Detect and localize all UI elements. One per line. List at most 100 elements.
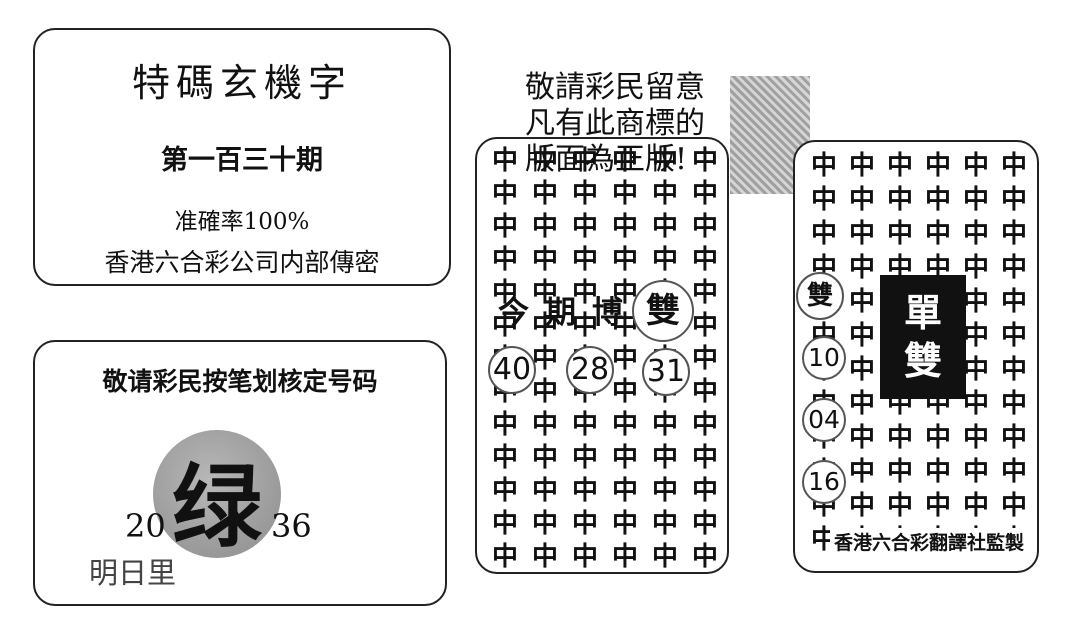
black-panel: 單 雙 [880,275,966,399]
number-a: 20 [125,507,166,545]
grid-char: 中 [886,219,913,249]
grid-char: 中 [848,423,875,453]
grid-char: 中 [1000,321,1027,351]
right-ball: 16 [802,460,846,504]
stroke-notice: 敬请彩民按笔划核定号码 [102,367,378,396]
grid-char: 中 [491,278,518,308]
grid-char: 中 [810,151,837,181]
grid-char: 中 [611,146,638,176]
grid-char: 中 [531,278,558,308]
grid-char: 中 [691,344,718,374]
grid-char: 中 [962,355,989,385]
grid-char: 中 [531,542,558,572]
grid-char: 中 [531,245,558,275]
right-footer: 香港六合彩翻譯社監製 [830,528,1029,555]
grid-char: 中 [651,410,678,440]
grid-char: 中 [691,311,718,341]
grid-char: 中 [924,219,951,249]
grid-char: 中 [531,476,558,506]
company-label: 香港六合彩公司内部傳密 [104,248,380,277]
grid-char: 中 [611,377,638,407]
grid-char: 中 [1000,287,1027,317]
grid-char: 中 [924,185,951,215]
green-circle: 绿 [153,430,281,560]
grid-char: 中 [691,278,718,308]
grid-char: 中 [571,278,598,308]
green-card: 敬请彩民按笔划核定号码 绿 20 36 明日里 [33,340,447,606]
panel-char: 單 [903,290,942,335]
grid-char: 中 [531,410,558,440]
grid-char: 中 [651,146,678,176]
grid-char: 中 [531,509,558,539]
grid-char: 中 [962,151,989,181]
grid-char: 中 [848,491,875,521]
grid-char: 中 [651,476,678,506]
grid-char: 中 [962,219,989,249]
grid-char: 中 [962,253,989,283]
grid-char: 中 [1000,185,1027,215]
grid-char: 中 [491,179,518,209]
right-ball: 04 [802,398,846,442]
grid-char: 中 [691,410,718,440]
grid-char: 中 [611,410,638,440]
grid-char: 中 [1000,151,1027,181]
mid-notice: 敬請彩民留意 凡有此商標的 版面為正版! [525,70,725,178]
mid-ball: 31 [642,348,690,396]
grid-char: 中 [571,179,598,209]
mid-label: 今期博 [498,295,639,331]
grid-char: 中 [611,509,638,539]
title-card: 特碼玄機字 第一百三十期 准確率100% 香港六合彩公司内部傳密 [33,28,451,286]
grid-char: 中 [571,212,598,242]
grid-char: 中 [491,146,518,176]
grid-char: 中 [571,542,598,572]
grid-char: 中 [571,245,598,275]
grid-char: 中 [531,146,558,176]
right-side-circle: 雙 [796,272,844,320]
grid-char: 中 [691,212,718,242]
grid-char: 中 [651,212,678,242]
mid-notice-line: 凡有此商標的 [525,106,705,141]
grid-char: 中 [531,311,558,341]
period-label: 第一百三十期 [161,145,323,176]
grid-char: 中 [611,212,638,242]
mid-notice-line: 敬請彩民留意 [525,70,705,105]
grid-char: 中 [571,509,598,539]
grid-char: 中 [848,151,875,181]
mid-notice-line: 版面為正版! [525,142,688,177]
grid-char: 中 [651,245,678,275]
grid-char: 中 [924,423,951,453]
grid-char: 中 [571,146,598,176]
grid-char: 中 [848,219,875,249]
grid-char: 中 [611,542,638,572]
card-title: 特碼玄機字 [131,61,352,105]
grid-char: 中 [848,321,875,351]
grid-char: 中 [691,245,718,275]
grid-char: 中 [491,311,518,341]
grid-char: 中 [491,245,518,275]
grid-char: 中 [531,212,558,242]
grid-char: 中 [531,179,558,209]
grid-char: 中 [962,423,989,453]
grid-char: 中 [691,476,718,506]
grid-char: 中 [651,179,678,209]
grid-char: 中 [924,491,951,521]
grid-char: 中 [491,212,518,242]
grid-char: 中 [491,509,518,539]
grid-char: 中 [491,542,518,572]
grid-char: 中 [886,185,913,215]
grid-char: 中 [962,321,989,351]
grid-char: 中 [491,443,518,473]
grid-char: 中 [1000,457,1027,487]
right-ball: 10 [802,336,846,380]
grid-char: 中 [651,443,678,473]
grid-char: 中 [571,311,598,341]
grid-char: 中 [962,287,989,317]
grid-char: 中 [611,476,638,506]
grid-char: 中 [848,185,875,215]
grid-char: 中 [848,355,875,385]
grid-char: 中 [531,344,558,374]
mid-ball: 40 [488,346,536,394]
number-b: 36 [271,507,312,545]
grid-char: 中 [691,179,718,209]
grid-char: 中 [1000,389,1027,419]
